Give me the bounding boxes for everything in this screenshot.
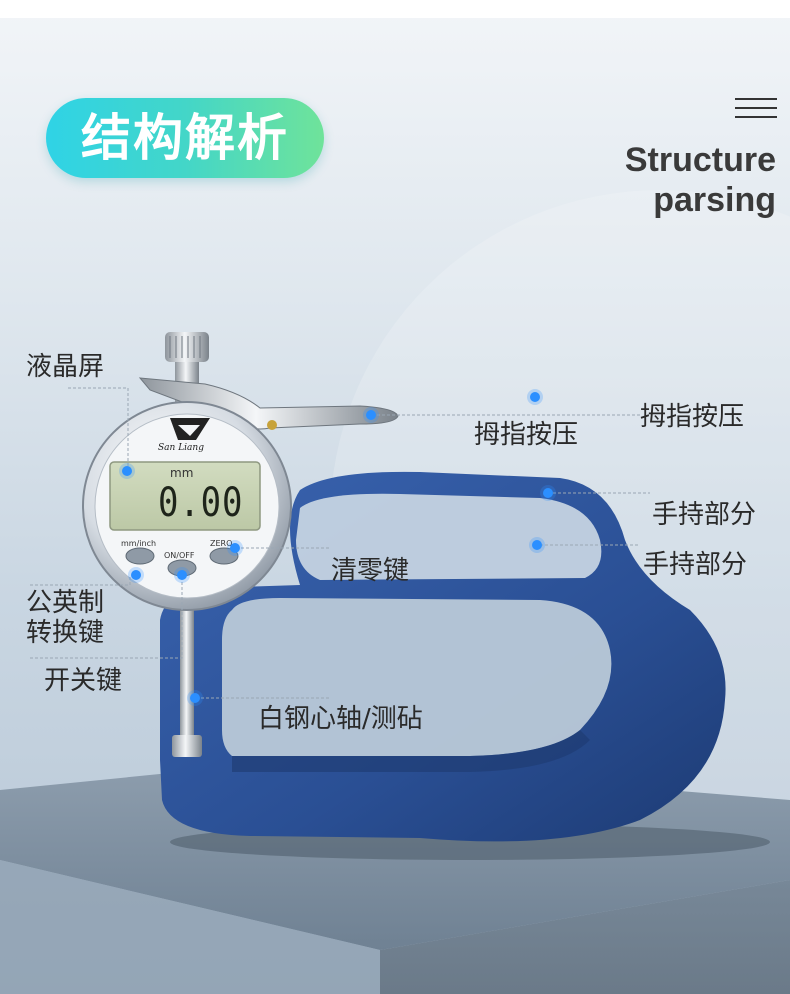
lcd-reading: 0.00 [158, 480, 244, 526]
lift-knob [165, 332, 209, 362]
anvil [172, 735, 202, 757]
brand-name: San Liang [158, 443, 204, 453]
power-label: ON/OFF [164, 551, 195, 560]
title-en: Structure parsing [625, 140, 776, 220]
lcd-dot [122, 466, 132, 476]
callout-unit-key-line2: 转换键 [26, 618, 105, 648]
callout-handle-2: 手持部分 [643, 550, 748, 580]
zero-label: ZERO [210, 539, 233, 548]
leader-lines [30, 387, 650, 699]
handle-dot-1 [543, 488, 553, 498]
spindle-dot [190, 693, 200, 703]
callout-handle-1: 手持部分 [652, 500, 757, 530]
thumb-dot-1 [530, 392, 540, 402]
callout-zero-key: 清零键 [331, 556, 410, 586]
title-en-line2: parsing [653, 181, 776, 219]
lcd-unit: mm [170, 466, 194, 480]
title-cn: 结构解析 [81, 109, 289, 167]
top-strip [0, 0, 790, 18]
lever-screw [267, 420, 277, 430]
handle-opening [296, 493, 602, 580]
callout-thumb-press-2: 拇指按压 [474, 420, 579, 450]
zero-dot [230, 543, 240, 553]
menu-icon[interactable] [735, 98, 777, 120]
handle-dot-2 [532, 540, 542, 550]
brand-logo-icon [170, 418, 210, 440]
title-en-line1: Structure [624, 141, 776, 179]
callout-thumb-press-1: 拇指按压 [640, 402, 745, 432]
callout-spindle: 白钢心轴/测砧 [258, 704, 423, 734]
unit-dot [131, 570, 141, 580]
title-pill: 结构解析 [46, 98, 324, 178]
unit-toggle-label: mm/inch [121, 539, 157, 548]
unit-button-shape [125, 547, 155, 565]
power-dot [177, 570, 187, 580]
table-left-face [0, 860, 380, 994]
callout-lcd: 液晶屏 [26, 352, 105, 382]
thumb-dot-2 [366, 410, 376, 420]
callout-power-key: 开关键 [44, 666, 123, 696]
unit-toggle-button[interactable] [126, 548, 154, 564]
callout-unit-key-line1: 公英制 [26, 588, 105, 618]
table-front-face [380, 880, 790, 994]
throat-opening [222, 598, 612, 756]
lcd-panel [109, 461, 261, 531]
